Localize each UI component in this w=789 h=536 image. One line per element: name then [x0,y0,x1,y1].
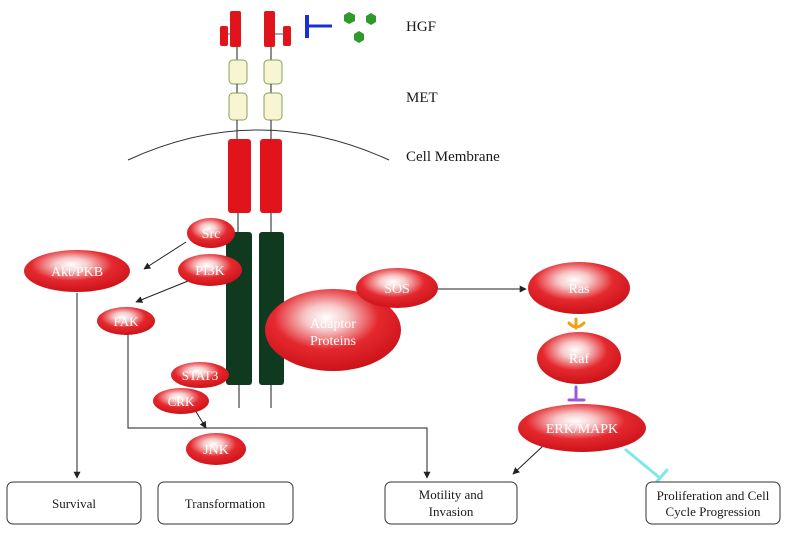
adaptor-proteins-node [265,289,401,371]
met-tm-left [228,139,251,213]
crk-to-jnk-arrow [194,409,207,429]
hgf-ligand-group [305,12,376,43]
jnk-node [186,433,246,465]
survival-box [6,481,142,525]
adaptor-label-line2: Proteins [310,334,356,349]
crk-node [153,388,209,414]
hgf-molecule-icon [344,12,355,24]
adaptor-label-line1: Adaptor [310,317,356,332]
membrane-label: Cell Membrane [406,149,500,165]
sos-node [356,268,438,308]
erk-to-motility-arrow [512,445,544,475]
met-kinase-left [226,232,252,385]
raf-node [537,332,621,384]
pi3k-node [178,254,242,286]
fak-to-motility-arrow [127,333,431,479]
raf-erk-link [567,385,586,402]
met-psi-left [228,59,248,85]
akt-node [24,250,130,292]
transformation-box [157,481,294,525]
erk-prolif-link [624,448,669,488]
met-beta-right-tab [283,26,291,46]
erk-mapk-node [518,404,646,452]
fak-label: FAK [113,314,139,329]
met-tm-right [260,139,282,213]
met-ipt-right [263,92,283,121]
motility-invasion-box [384,481,518,525]
survival-label: Survival [52,496,96,511]
connectors [73,241,544,479]
sos-label: SOS [384,282,410,297]
erk-label: ERK/MAPK [546,422,618,437]
motility-label-line2: Invasion [429,504,474,519]
hgf-label: HGF [406,19,436,35]
raf-label: Raf [569,352,590,367]
pi3k-to-fak-arrow [135,280,189,303]
cell-membrane-arc [127,129,390,161]
met-beta-left-tab [220,26,228,46]
hgf-molecule-icon [366,13,376,25]
stat3-label: STAT3 [182,368,219,383]
fak-node [97,307,155,335]
src-node [187,218,235,248]
proliferation-box [645,481,781,525]
proliferation-label-line2: Cycle Progression [666,504,761,519]
proliferation-label-line1: Proliferation and Cell [657,488,770,503]
met-alpha-left [230,11,241,47]
hgf-molecule-icon [354,31,364,43]
akt-label: Akt/PKB [51,265,103,280]
met-alpha-right [264,11,275,47]
motility-label-line1: Motility and [419,487,484,502]
transformation-label: Transformation [185,496,266,511]
jnk-label: JNK [203,443,229,458]
ras-label: Ras [569,282,590,297]
met-label: MET [406,90,438,106]
met-psi-right [263,59,283,85]
src-label: Src [202,227,221,242]
pi3k-label: PI3K [195,264,225,279]
ras-node [528,262,630,314]
met-ipt-left [228,92,248,121]
crk-label: CRK [168,394,195,409]
ras-raf-link [567,317,586,330]
src-to-akt-arrow [143,241,187,270]
stat3-node [171,362,229,388]
